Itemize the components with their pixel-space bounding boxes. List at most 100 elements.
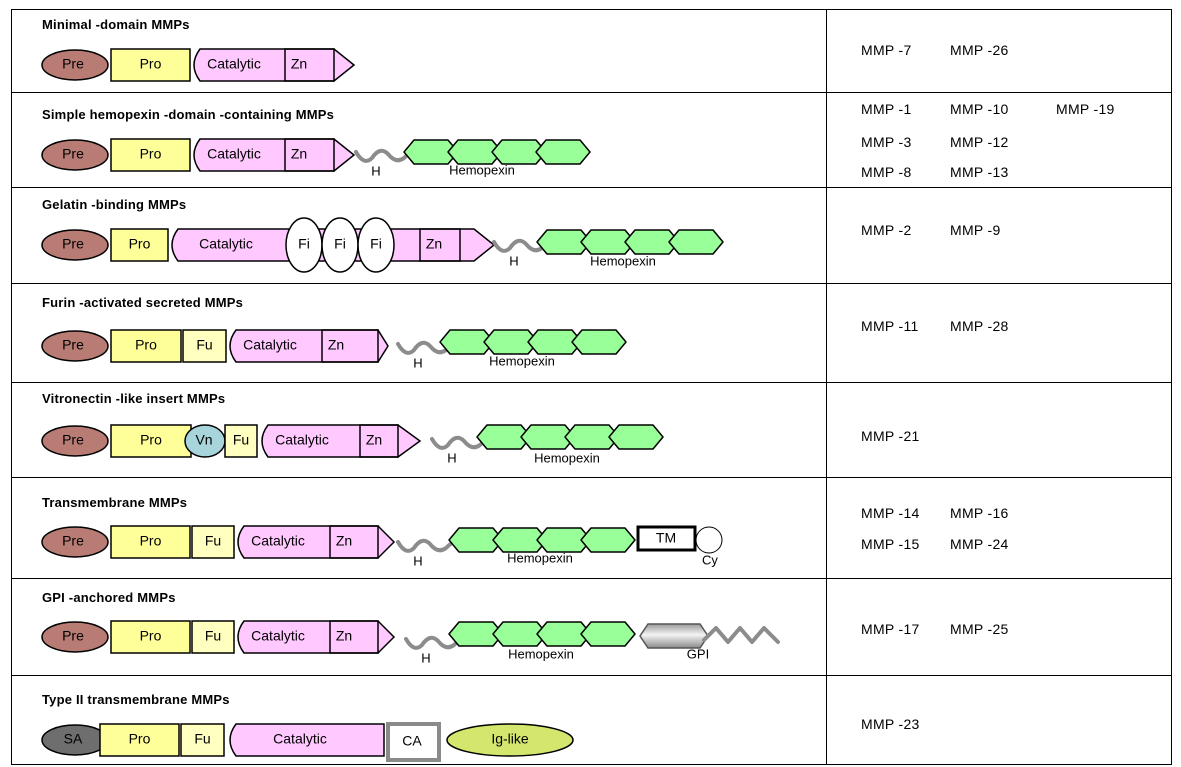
catalytic-domain	[261, 424, 422, 458]
ig-like-domain	[446, 723, 574, 757]
furin-site-label: Fu	[196, 337, 212, 353]
hemopexin-label: Hemopexin	[534, 450, 600, 465]
mmp-label: MMP -17	[861, 621, 920, 637]
hemopexin-blade	[668, 229, 724, 255]
pre-label: Pre	[62, 628, 84, 644]
zn-label: Zn	[328, 337, 344, 353]
hemopexin-blade	[608, 424, 664, 450]
hemopexin-label: Hemopexin	[489, 353, 555, 368]
furin-site-label: Fu	[205, 533, 221, 549]
zn-box	[284, 48, 335, 82]
pro-domain	[110, 620, 191, 654]
catalytic-domain	[193, 138, 356, 172]
mmp-label: MMP -19	[1056, 101, 1115, 117]
gpi-label: GPI	[687, 646, 709, 661]
zn-box	[329, 525, 379, 559]
mmp-label: MMP -11	[861, 318, 919, 334]
mmp-label: MMP -28	[950, 318, 1009, 334]
pro-domain-label: Pro	[129, 731, 151, 747]
pre-label: Pre	[62, 432, 84, 448]
mmp-label: MMP -3	[861, 134, 912, 150]
zn-box	[284, 138, 335, 172]
hinge-label: H	[371, 163, 380, 178]
hinge-label: H	[509, 253, 518, 268]
zn-label: Zn	[291, 146, 307, 162]
hinge-linker	[396, 536, 462, 553]
catalytic-label: Catalytic	[207, 56, 261, 72]
mmp-label: MMP -12	[950, 134, 1009, 150]
hinge-label: H	[413, 355, 422, 370]
mmp-label: MMP -2	[861, 222, 912, 238]
fi-label: Fi	[334, 236, 346, 252]
pre-domain	[41, 425, 109, 457]
catalytic-label: Catalytic	[243, 337, 297, 353]
gpi-anchor	[639, 623, 709, 649]
zn-label: Zn	[426, 236, 442, 252]
furin-site-label: Fu	[205, 628, 221, 644]
zn-box	[321, 329, 379, 363]
row-title-furin-activated: Furin -activated secreted MMPs	[42, 295, 244, 310]
mmp-label: MMP -8	[861, 164, 912, 180]
pre-domain	[41, 526, 109, 558]
zn-box	[359, 424, 399, 458]
fibronectin-repeat	[357, 217, 395, 273]
furin-site	[191, 620, 235, 654]
hemopexin-label: Hemopexin	[590, 253, 656, 268]
catalytic-label: Catalytic	[251, 533, 305, 549]
pre-domain	[41, 229, 109, 261]
furin-site	[224, 424, 258, 458]
pro-domain	[110, 48, 191, 82]
furin-site-label: Fu	[194, 731, 210, 747]
pre-label: Pre	[62, 146, 84, 162]
catalytic-label: Catalytic	[273, 731, 327, 747]
cytoplasmic-tail	[695, 526, 723, 554]
catalytic-domain	[237, 620, 396, 654]
hemopexin-blade	[580, 621, 636, 647]
ca-label: CA	[402, 733, 422, 749]
pro-domain-label: Pro	[140, 56, 162, 72]
catalytic-label: Catalytic	[251, 628, 305, 644]
zn-label: Zn	[336, 533, 352, 549]
pro-domain	[110, 228, 169, 262]
hemopexin-blade	[535, 139, 591, 165]
zn-box	[419, 228, 461, 262]
catalytic-label: Catalytic	[275, 432, 329, 448]
pro-domain	[110, 525, 191, 559]
pre-label: SA	[64, 731, 83, 747]
transmembrane-domain	[636, 525, 697, 552]
catalytic-domain	[229, 329, 389, 363]
row-title-minimal: Minimal -domain MMPs	[42, 17, 190, 32]
mmp-label: MMP -15	[861, 536, 920, 552]
mmp-label: MMP -13	[950, 164, 1009, 180]
pre-label: Pre	[62, 56, 84, 72]
catalytic-domain	[193, 48, 356, 82]
row-divider	[11, 477, 1172, 478]
column-divider	[826, 9, 827, 765]
row-title-vitronectin: Vitronectin -like insert MMPs	[42, 391, 226, 406]
row-divider	[11, 578, 1172, 579]
mmp-label: MMP -25	[950, 621, 1009, 637]
hemopexin-label: Hemopexin	[508, 646, 574, 661]
catalytic-label: Catalytic	[207, 146, 261, 162]
pro-domain-label: Pro	[140, 432, 162, 448]
zn-label: Zn	[336, 628, 352, 644]
row-divider	[11, 187, 1172, 188]
hemopexin-label: Hemopexin	[507, 550, 573, 565]
pre-domain	[41, 330, 109, 362]
hinge-label: H	[421, 650, 430, 665]
cy-label: Cy	[702, 552, 718, 567]
mmp-label: MMP -14	[861, 505, 920, 521]
row-title-gpi-anchored: GPI -anchored MMPs	[42, 590, 176, 605]
mmp-label: MMP -24	[950, 536, 1009, 552]
row-title-gelatin-binding: Gelatin -binding MMPs	[42, 197, 187, 212]
furin-site	[182, 329, 227, 363]
furin-site	[180, 723, 225, 757]
zn-label: Zn	[291, 56, 307, 72]
catalytic-domain	[229, 723, 385, 757]
mmp-label: MMP -26	[950, 42, 1009, 58]
hinge-label: H	[413, 553, 422, 568]
mmp-label: MMP -9	[950, 222, 1001, 238]
row-title-simple-hemopexin: Simple hemopexin -domain -containing MMP…	[42, 107, 335, 122]
hemopexin-label: Hemopexin	[449, 162, 515, 177]
mmp-label: MMP -10	[950, 101, 1009, 117]
